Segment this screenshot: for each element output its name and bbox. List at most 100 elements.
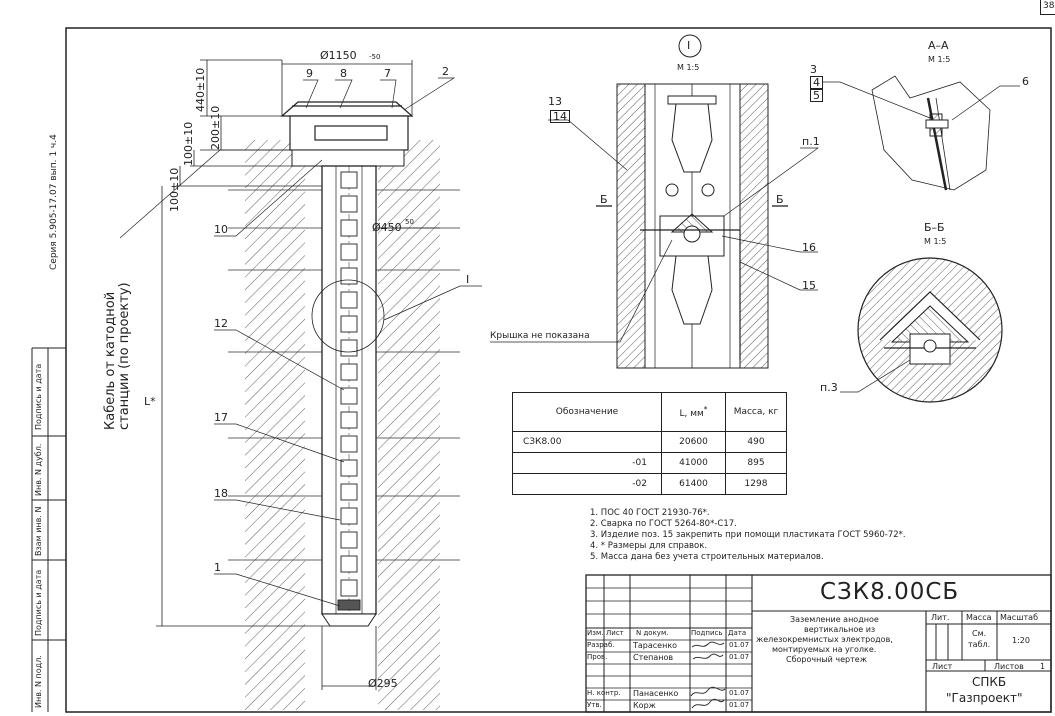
name-checker: Степанов — [633, 653, 674, 662]
callout-12: 12 — [214, 317, 228, 330]
callout-16: 16 — [802, 241, 816, 254]
date-norm-control: 01.07 — [729, 689, 750, 697]
callout-6: 6 — [1022, 75, 1029, 88]
dim-length: L* — [144, 395, 156, 408]
section-BB — [840, 257, 1003, 403]
table-row: СЗК8.00 20600 490 — [512, 431, 787, 453]
name-developer: Тарасенко — [633, 641, 678, 650]
series-label: Серия 5.905-17.07 вып. 1 ч.4 — [49, 134, 59, 270]
callout-15: 15 — [802, 279, 816, 292]
sheet-frame — [31, 27, 1052, 713]
callout-8: 8 — [340, 67, 347, 80]
date-approved: 01.07 — [729, 701, 750, 709]
lit-label: Лит. — [931, 613, 950, 622]
side-label-sign-date-2: Подпись и дата — [34, 569, 43, 636]
dim-440: 440±10 — [194, 67, 207, 112]
dim-dia-450: Ø450 — [372, 221, 402, 234]
side-label-replace-inv: Взам инв. N — [34, 506, 43, 556]
note-3: 3. Изделие поз. 15 закрепить при помощи … — [590, 530, 906, 540]
callout-9: 9 — [306, 67, 313, 80]
mass-label: Масса — [966, 613, 992, 622]
scale-label: Масштаб — [1000, 613, 1039, 622]
callout-13: 13 — [548, 95, 562, 108]
role-norm-control: Н. контр. — [587, 689, 621, 697]
spec-header-length: L, мм* — [661, 392, 726, 432]
designation: СЗК8.00СБ — [820, 579, 960, 605]
callout-3: 3 — [810, 63, 817, 76]
mass-value-2: табл. — [968, 640, 991, 649]
table-row: -02 61400 1298 — [512, 473, 787, 495]
date-developer: 01.07 — [729, 641, 750, 649]
soil-hatching — [245, 140, 440, 710]
col-list: Лист — [606, 629, 624, 637]
cut-b-right: Б — [776, 193, 784, 206]
note-1: 1. ПОС 40 ГОСТ 21930-76*. — [590, 508, 710, 518]
dim-100-b: 100±10 — [168, 167, 181, 212]
role-developer: Разраб. — [587, 641, 615, 649]
side-label-orig-inv: Инв. N подл. — [34, 655, 43, 708]
title-line-4: монтируемых на уголке. — [772, 645, 877, 654]
section-bb-scale: М 1:5 — [924, 237, 947, 246]
name-approved: Корж — [633, 701, 656, 710]
dim-dia-450-tol: 50 — [405, 218, 414, 226]
col-date: Дата — [728, 629, 747, 637]
note-5: 5. Масса дана без учета строительных мат… — [590, 552, 824, 562]
org-line-2: "Газпроект" — [946, 691, 1023, 705]
callout-5: 5 — [810, 89, 823, 102]
sheets-label: Листов — [994, 662, 1024, 671]
signatures — [690, 641, 726, 709]
sheets-value: 1 — [1040, 662, 1046, 671]
dim-100-a: 100±10 — [182, 121, 195, 166]
callout-I: I — [466, 273, 470, 286]
detail-view-I — [490, 34, 820, 369]
title-line-5: Сборочный чертеж — [786, 655, 867, 664]
callout-10: 10 — [214, 223, 228, 236]
cable-label: Кабель от катодной станции (по проекту) — [103, 282, 132, 430]
col-doc: N докум. — [636, 629, 669, 637]
spec-header-mass: Масса, кг — [725, 392, 787, 432]
callout-17: 17 — [214, 411, 228, 424]
note-2: 2. Сварка по ГОСТ 5264-80*-С17. — [590, 519, 737, 529]
title-line-1: Заземление анодное — [790, 615, 879, 624]
name-norm-control: Панасенко — [633, 689, 679, 698]
spec-header-row: Обозначение L, мм* Масса, кг — [512, 392, 787, 432]
callout-2: 2 — [442, 65, 449, 78]
lid-note: Крышка не показана — [490, 331, 590, 341]
cut-b-left: Б — [600, 193, 608, 206]
date-checker: 01.07 — [729, 653, 750, 661]
role-checker: Пров. — [587, 653, 608, 661]
callout-14: 14 — [550, 110, 570, 123]
callout-p3: п.3 — [820, 381, 838, 394]
title-line-2: вертикальное из — [804, 625, 876, 634]
notes: 1. ПОС 40 ГОСТ 21930-76*. 2. Сварка по Г… — [590, 508, 906, 563]
role-approved: Утв. — [587, 701, 602, 709]
leader-lines — [119, 77, 482, 607]
dimension-lines — [156, 59, 440, 690]
col-izm: Изм. — [587, 629, 604, 637]
note-4: 4. * Размеры для справок. — [590, 541, 708, 551]
dim-dia-1150: Ø1150 — [320, 49, 357, 62]
section-bb-title: Б–Б — [924, 221, 945, 234]
sheet-label: Лист — [932, 662, 953, 671]
callout-p1: п.1 — [802, 135, 820, 148]
org-line-1: СПКБ — [972, 675, 1007, 689]
detail-id: I — [687, 39, 691, 52]
side-label-sign-date: Подпись и дата — [34, 363, 43, 430]
side-label-dup-inv: Инв. N дубл. — [34, 443, 43, 496]
section-AA — [822, 75, 1020, 191]
col-sign: Подпись — [691, 629, 723, 637]
spec-table: Обозначение L, мм* Масса, кг СЗК8.00 206… — [512, 392, 787, 495]
section-aa-title: А–А — [928, 39, 949, 52]
cap-assembly — [280, 101, 414, 167]
page-number: 38 — [1043, 1, 1055, 11]
callout-4: 4 — [810, 76, 823, 89]
callout-7: 7 — [384, 67, 391, 80]
scale-value: 1:20 — [1012, 636, 1030, 645]
title-block-lines — [585, 574, 1052, 713]
spec-header-designation: Обозначение — [512, 392, 662, 432]
dim-dia-1150-tol: -50 — [369, 53, 381, 61]
dim-200: 200±10 — [209, 105, 222, 150]
mass-value-1: См. — [972, 629, 987, 638]
